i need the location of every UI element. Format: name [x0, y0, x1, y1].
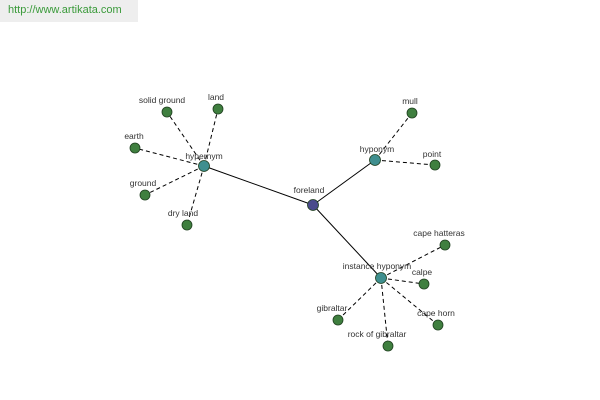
node-ground[interactable]: ground	[130, 178, 157, 201]
node-foreland[interactable]: foreland	[294, 185, 325, 211]
node-marker-foreland[interactable]	[307, 199, 319, 211]
node-mull[interactable]: mull	[402, 96, 418, 119]
node-label-mull: mull	[402, 96, 418, 106]
node-marker-instance-hyponym[interactable]	[375, 272, 387, 284]
node-rock-of-gibraltar[interactable]: rock of gibraltar	[348, 329, 407, 352]
node-solid-ground[interactable]: solid ground	[139, 95, 186, 118]
node-cape-horn[interactable]: cape horn	[417, 308, 455, 331]
node-marker-earth[interactable]	[129, 142, 141, 154]
node-label-point: point	[423, 149, 442, 159]
node-marker-ground[interactable]	[139, 189, 151, 201]
edge-hyponym-to-point	[374, 159, 436, 166]
edge-layer	[134, 108, 446, 347]
node-marker-hyponym[interactable]	[369, 154, 381, 166]
edge-foreland-to-hyponym	[312, 159, 376, 206]
node-label-instance-hyponym: instance hyponym	[343, 261, 412, 271]
url-banner[interactable]: http://www.artikata.com	[0, 0, 138, 22]
node-gibraltar[interactable]: gibraltar	[317, 303, 348, 326]
node-label-hypernym: hypernym	[185, 151, 222, 161]
edge-instance-hyponym-to-cape-horn	[380, 277, 439, 326]
node-label-cape-horn: cape horn	[417, 308, 455, 318]
node-hyponym[interactable]: hyponym	[360, 144, 395, 166]
edge-instance-hyponym-to-calpe	[380, 277, 425, 285]
edge-hypernym-to-solid-ground	[166, 111, 205, 167]
node-marker-gibraltar[interactable]	[332, 314, 344, 326]
node-label-land: land	[208, 92, 224, 102]
node-label-rock-of-gibraltar: rock of gibraltar	[348, 329, 407, 339]
node-calpe[interactable]: calpe	[412, 267, 433, 290]
node-marker-rock-of-gibraltar[interactable]	[382, 340, 394, 352]
node-point[interactable]: point	[423, 149, 442, 171]
node-instance-hyponym[interactable]: instance hyponym	[343, 261, 412, 284]
edge-instance-hyponym-to-cape-hatteras	[380, 244, 446, 279]
node-marker-dry-land[interactable]	[181, 219, 193, 231]
edge-foreland-to-hypernym	[203, 165, 314, 206]
node-label-calpe: calpe	[412, 267, 433, 277]
node-marker-point[interactable]	[429, 159, 441, 171]
edge-hyponym-to-mull	[374, 112, 413, 161]
edge-hypernym-to-dry-land	[186, 165, 205, 226]
node-label-earth: earth	[124, 131, 144, 141]
node-label-solid-ground: solid ground	[139, 95, 186, 105]
node-marker-land[interactable]	[212, 103, 224, 115]
node-marker-cape-hatteras[interactable]	[439, 239, 451, 251]
edge-foreland-to-instance-hyponym	[312, 204, 382, 279]
node-land[interactable]: land	[208, 92, 224, 115]
node-hypernym[interactable]: hypernym	[185, 151, 223, 172]
node-marker-solid-ground[interactable]	[161, 106, 173, 118]
edge-hypernym-to-ground	[144, 165, 205, 196]
node-marker-calpe[interactable]	[418, 278, 430, 290]
site-url-link[interactable]: http://www.artikata.com	[8, 4, 122, 16]
edge-instance-hyponym-to-rock-of-gibraltar	[380, 277, 389, 347]
node-marker-mull[interactable]	[406, 107, 418, 119]
node-label-ground: ground	[130, 178, 157, 188]
node-label-gibraltar: gibraltar	[317, 303, 348, 313]
node-label-foreland: foreland	[294, 185, 325, 195]
node-label-hyponym: hyponym	[360, 144, 395, 154]
node-earth[interactable]: earth	[124, 131, 144, 154]
node-layer: foreland hypernym hyponym instance hyponym s…	[124, 92, 465, 352]
edge-hypernym-to-earth	[134, 147, 205, 167]
node-marker-cape-horn[interactable]	[432, 319, 444, 331]
node-marker-hypernym[interactable]	[198, 160, 210, 172]
node-dry-land[interactable]: dry land	[168, 208, 199, 231]
node-label-dry-land: dry land	[168, 208, 199, 218]
edge-hypernym-to-land	[203, 108, 219, 167]
node-label-cape-hatteras: cape hatteras	[413, 228, 465, 238]
edge-instance-hyponym-to-gibraltar	[337, 277, 382, 321]
node-cape-hatteras[interactable]: cape hatteras	[413, 228, 465, 251]
